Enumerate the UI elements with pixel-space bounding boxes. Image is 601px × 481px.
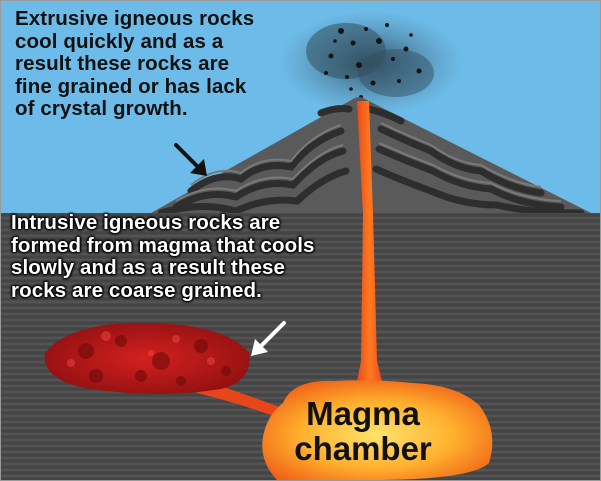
intrusive-rocks-caption: Intrusive igneous rocks are formed from … <box>11 211 315 302</box>
arrow-down-left-icon <box>251 321 286 356</box>
magma-conduit <box>353 101 387 401</box>
magma-chamber-label: Magma chamber <box>294 395 432 467</box>
volcano-cone <box>151 97 591 217</box>
magma-sill <box>197 379 297 425</box>
ash-cloud <box>279 11 463 115</box>
intrusive-rock-body <box>44 322 250 394</box>
extrusive-rocks-caption: Extrusive igneous rocks cool quickly and… <box>15 7 255 120</box>
arrow-down-right-icon <box>174 143 207 176</box>
magma-chamber <box>262 380 493 480</box>
